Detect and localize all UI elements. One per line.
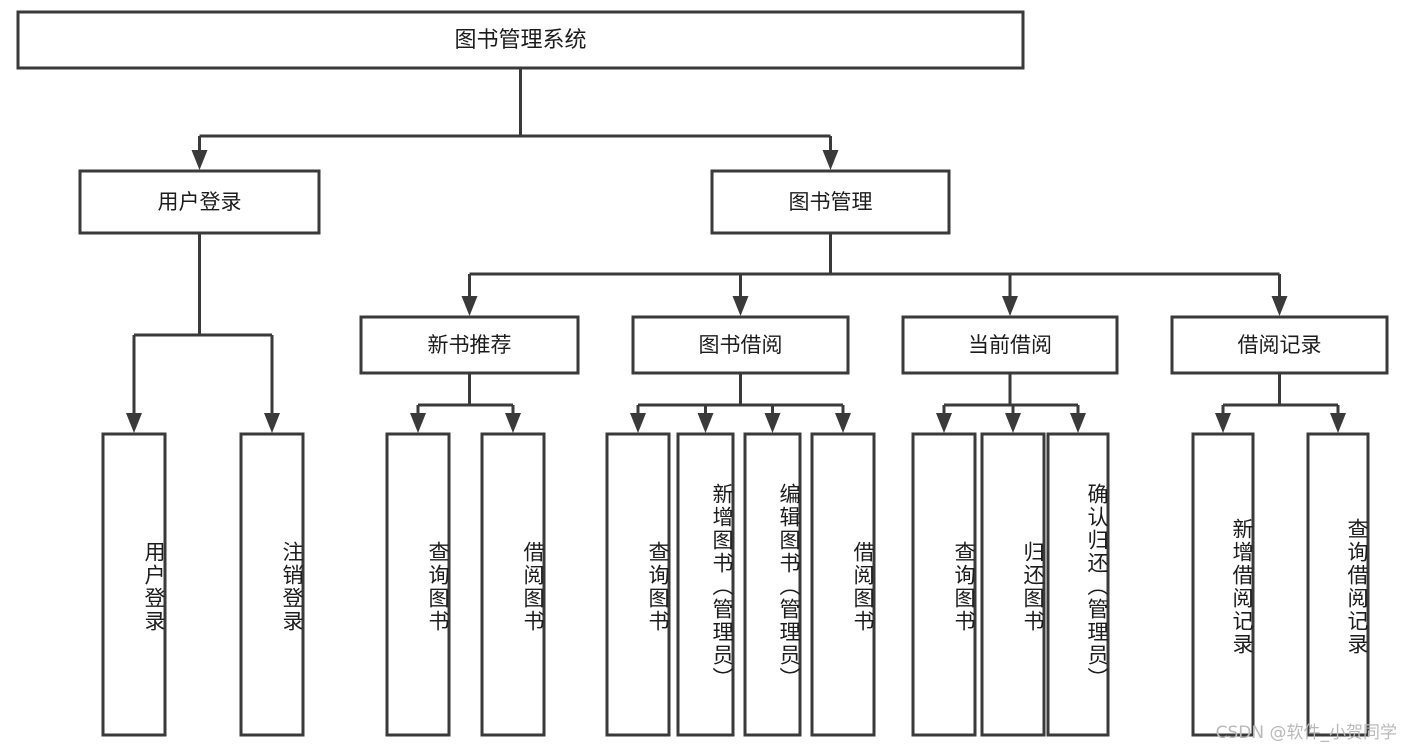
level3-node-label-2: 当前借阅 <box>968 333 1052 357</box>
leaf-node-box-12[interactable] <box>1306 432 1370 737</box>
arrow-head-icon <box>1330 413 1346 433</box>
arrow-head-icon <box>1005 413 1021 433</box>
level2-node-label-0: 用户登录 <box>158 190 242 214</box>
boxes-layer <box>16 10 1389 737</box>
leaf-node-box-11[interactable] <box>1191 432 1255 737</box>
arrow-head-icon <box>126 413 142 433</box>
leaf-node-box-2[interactable] <box>385 432 451 737</box>
arrow-head-icon <box>936 413 952 433</box>
watermark-text: CSDN @软件_小贺同学 <box>1215 723 1397 743</box>
leaf-node-box-7[interactable] <box>810 432 876 737</box>
leaf-node-box-10[interactable] <box>1046 432 1110 737</box>
level3-node-box-3[interactable] <box>1170 315 1389 375</box>
leaf-node-box-6[interactable] <box>743 432 802 737</box>
leaf-node-box-8[interactable] <box>911 432 977 737</box>
arrow-head-icon <box>835 413 851 433</box>
root-node-label: 图书管理系统 <box>454 28 586 53</box>
arrow-head-icon <box>461 296 478 316</box>
level3-node-box-0[interactable] <box>359 315 580 375</box>
leaf-node-box-4[interactable] <box>605 432 671 737</box>
arrow-head-icon <box>1002 296 1018 316</box>
arrow-head-icon <box>697 413 714 433</box>
level3-node-box-2[interactable] <box>901 315 1119 375</box>
leaf-node-box-0[interactable] <box>101 432 167 737</box>
arrow-head-icon <box>1215 413 1231 433</box>
level2-node-label-1: 图书管理 <box>789 190 873 214</box>
arrow-head-icon <box>264 413 280 433</box>
leaf-node-box-5[interactable] <box>676 432 735 737</box>
level3-node-label-1: 图书借阅 <box>699 333 783 357</box>
arrow-head-icon <box>410 413 426 433</box>
arrow-head-icon <box>822 150 839 170</box>
leaf-node-box-9[interactable] <box>980 432 1046 737</box>
arrow-head-icon <box>1271 296 1288 316</box>
arrow-head-icon <box>505 413 521 433</box>
level2-node-box-0[interactable] <box>78 169 321 235</box>
connectors-layer <box>126 68 1346 433</box>
leaf-node-box-3[interactable] <box>480 432 546 737</box>
level3-node-box-1[interactable] <box>631 315 850 375</box>
leaf-node-box-1[interactable] <box>239 432 305 737</box>
level3-node-label-3: 借阅记录 <box>1238 333 1322 357</box>
level2-node-box-1[interactable] <box>710 169 951 235</box>
arrow-head-icon <box>764 413 781 433</box>
arrow-head-icon <box>732 296 749 316</box>
root-node-box[interactable] <box>16 10 1025 70</box>
arrow-head-icon <box>630 413 646 433</box>
level3-node-label-0: 新书推荐 <box>428 333 512 357</box>
arrow-head-icon <box>1070 413 1086 433</box>
arrow-head-icon <box>191 150 208 170</box>
